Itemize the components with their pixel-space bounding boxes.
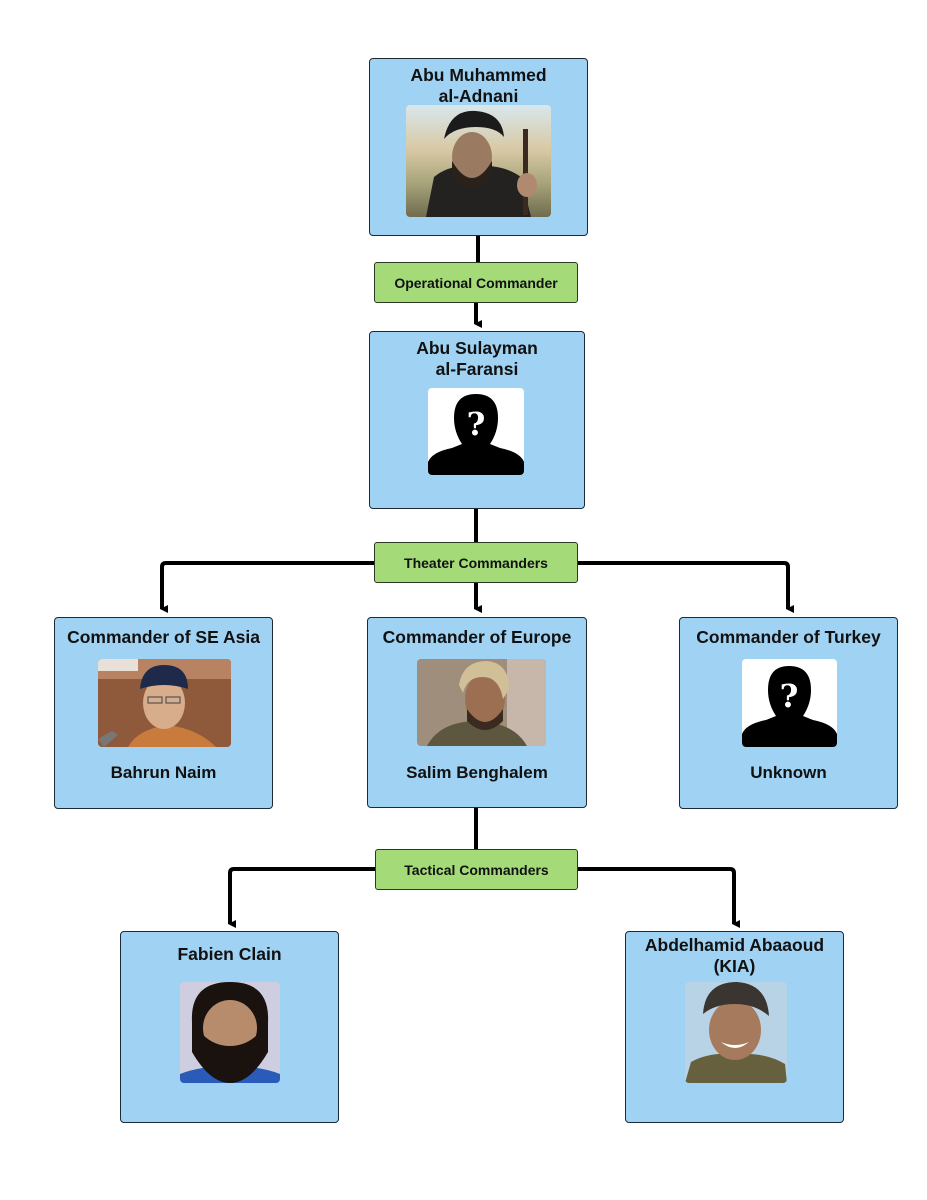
unknown-silhouette-icon: ?	[428, 388, 524, 475]
node-title-line2: al-Adnani	[438, 86, 519, 106]
node-title-line2: al-Faransi	[435, 359, 519, 379]
node-title: Commander of SE Asia	[67, 627, 260, 647]
node-root-commander: Abu Muhammed al-Adnani	[369, 58, 588, 236]
node-title: Commander of Turkey	[696, 627, 881, 647]
portrait-photo	[685, 982, 787, 1083]
node-title: Commander of Europe	[382, 627, 572, 647]
node-title-line2: (KIA)	[713, 956, 756, 976]
connector-theater-to-seasia	[160, 561, 374, 613]
node-title-line1: Abdelhamid Abaaoud	[644, 935, 825, 955]
node-commander-europe: Commander of Europe Salim Benghalem	[367, 617, 587, 808]
node-tactical-fabien-clain: Fabien Clain	[120, 931, 339, 1123]
role-label-theater-commanders: Theater Commanders	[374, 542, 578, 583]
connector-tactical-to-clain	[228, 867, 376, 928]
commander-name: Salim Benghalem	[406, 763, 548, 782]
node-tactical-abdelhamid-abaaoud: Abdelhamid Abaaoud (KIA)	[625, 931, 844, 1123]
node-commander-se-asia: Commander of SE Asia Bahrun Naim	[54, 617, 273, 809]
commander-name: Bahrun Naim	[110, 763, 217, 782]
connector-tactical-to-abaaoud	[578, 867, 740, 928]
commander-name: Unknown	[750, 763, 827, 782]
connector-theater-to-turkey	[578, 561, 794, 613]
portrait-photo	[417, 659, 546, 746]
portrait-photo	[406, 105, 551, 217]
node-commander-turkey: Commander of Turkey ? Unknown	[679, 617, 898, 809]
node-operational-commander: Abu Sulayman al-Faransi ?	[369, 331, 585, 509]
node-title-line1: Fabien Clain	[177, 944, 282, 964]
svg-text:?: ?	[467, 405, 486, 443]
role-label-operational-commander: Operational Commander	[374, 262, 578, 303]
portrait-photo	[180, 982, 280, 1083]
unknown-silhouette-icon: ?	[742, 659, 837, 747]
role-label-tactical-commanders: Tactical Commanders	[375, 849, 578, 890]
svg-text:?: ?	[780, 677, 799, 715]
node-title-line1: Abu Sulayman	[416, 338, 538, 358]
portrait-photo	[98, 659, 231, 747]
node-title-line1: Abu Muhammed	[410, 65, 547, 85]
